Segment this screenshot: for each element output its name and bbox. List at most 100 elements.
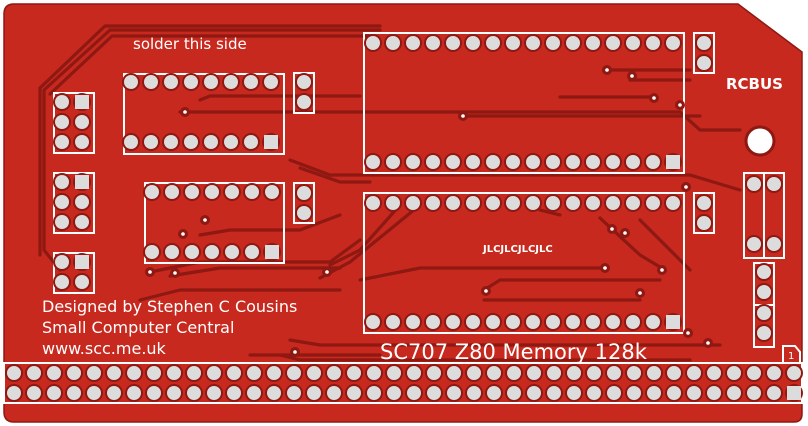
- round-pad: [486, 196, 500, 210]
- round-pad: [127, 386, 141, 400]
- round-pad: [586, 196, 600, 210]
- round-pad: [566, 155, 580, 169]
- round-pad: [767, 237, 781, 251]
- round-pad: [204, 135, 218, 149]
- round-pad: [757, 265, 771, 279]
- round-pad: [55, 255, 69, 269]
- credit-designer: Designed by Stephen C Cousins: [42, 297, 297, 316]
- round-pad: [55, 135, 69, 149]
- round-pad: [327, 386, 341, 400]
- ic-socket-u4: [363, 192, 685, 334]
- round-pad: [526, 196, 540, 210]
- credit-company: Small Computer Central: [42, 318, 234, 337]
- round-pad: [527, 366, 541, 380]
- round-pad: [244, 75, 258, 89]
- round-pad: [147, 366, 161, 380]
- round-pad: [55, 195, 69, 209]
- round-pad: [386, 155, 400, 169]
- round-pad: [606, 155, 620, 169]
- round-pad: [697, 196, 711, 210]
- square-pad: [264, 135, 278, 149]
- copper-trace: [482, 278, 662, 292]
- round-pad: [757, 306, 771, 320]
- via-hole: [603, 266, 607, 270]
- round-pad: [466, 155, 480, 169]
- round-pad: [297, 186, 311, 200]
- square-pad: [666, 155, 680, 169]
- round-pad: [244, 135, 258, 149]
- board-outline: [3, 3, 803, 423]
- round-pad: [47, 366, 61, 380]
- round-pad: [205, 185, 219, 199]
- round-pad: [747, 177, 761, 191]
- via-hole: [293, 350, 297, 354]
- round-pad: [687, 386, 701, 400]
- copper-trace: [42, 28, 382, 272]
- round-pad: [467, 366, 481, 380]
- round-pad: [406, 315, 420, 329]
- via-hole: [183, 110, 187, 114]
- component-pads: [5, 34, 803, 402]
- round-pad: [164, 135, 178, 149]
- board-title: SC707 Z80 Memory 128k: [380, 340, 648, 364]
- credit-website: www.scc.me.uk: [42, 339, 167, 358]
- round-pad: [646, 155, 660, 169]
- round-pad: [727, 386, 741, 400]
- copper-trace: [288, 158, 742, 192]
- round-pad: [506, 315, 520, 329]
- round-pad: [586, 315, 600, 329]
- round-pad: [426, 36, 440, 50]
- round-pad: [446, 315, 460, 329]
- round-pad: [224, 135, 238, 149]
- round-pad: [466, 315, 480, 329]
- via-hole: [461, 114, 465, 118]
- copper-trace: [168, 266, 342, 278]
- round-pad: [507, 386, 521, 400]
- round-pad: [245, 245, 259, 259]
- round-pad: [185, 245, 199, 259]
- ic-socket-u2: [144, 182, 285, 264]
- round-pad: [626, 36, 640, 50]
- round-pad: [265, 185, 279, 199]
- round-pad: [606, 36, 620, 50]
- round-pad: [627, 366, 641, 380]
- round-pad: [347, 366, 361, 380]
- round-pad: [767, 366, 781, 380]
- copper-trace: [278, 353, 692, 362]
- round-pad: [185, 185, 199, 199]
- round-pad: [187, 366, 201, 380]
- round-pad: [526, 315, 540, 329]
- round-pad: [426, 196, 440, 210]
- round-pad: [546, 36, 560, 50]
- round-pad: [67, 366, 81, 380]
- round-pad: [447, 366, 461, 380]
- round-pad: [707, 366, 721, 380]
- round-pad: [167, 386, 181, 400]
- round-pad: [587, 366, 601, 380]
- round-pad: [646, 36, 660, 50]
- round-pad: [697, 36, 711, 50]
- round-pad: [144, 135, 158, 149]
- round-pad: [366, 196, 380, 210]
- round-pad: [587, 386, 601, 400]
- round-pad: [184, 135, 198, 149]
- round-pad: [147, 386, 161, 400]
- round-pad: [386, 196, 400, 210]
- round-pad: [165, 185, 179, 199]
- round-pad: [607, 366, 621, 380]
- round-pad: [167, 366, 181, 380]
- jumper-j2: [293, 182, 315, 224]
- round-pad: [586, 155, 600, 169]
- round-pad: [107, 386, 121, 400]
- round-pad: [567, 366, 581, 380]
- bus-connector: [3, 362, 803, 404]
- round-pad: [387, 366, 401, 380]
- via-hole: [484, 289, 488, 293]
- via-hole: [203, 218, 207, 222]
- round-pad: [107, 366, 121, 380]
- round-pad: [387, 386, 401, 400]
- copper-trace: [638, 218, 692, 272]
- round-pad: [506, 155, 520, 169]
- round-pad: [697, 56, 711, 70]
